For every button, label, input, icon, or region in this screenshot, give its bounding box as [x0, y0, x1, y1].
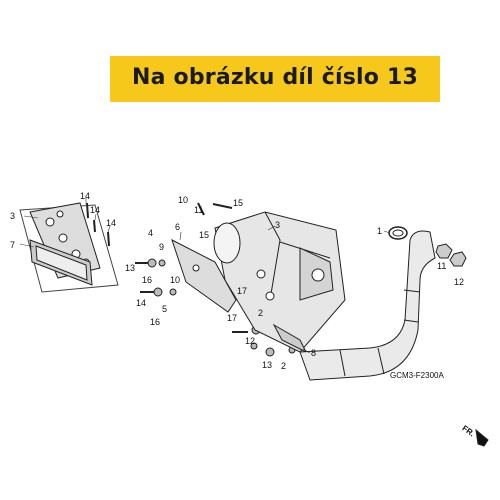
- callout-labels: 3 7 14 14 14 6 4 9 13 16 10 14 5 16 10 1…: [10, 191, 476, 438]
- callout-10a: 10: [178, 195, 188, 205]
- callout-1: 1: [377, 226, 382, 236]
- callout-9b: 10: [170, 275, 180, 285]
- callout-15a: 15: [233, 198, 243, 208]
- shield-screws: [86, 202, 110, 247]
- callout-13b: 14: [136, 298, 146, 308]
- gasket-part: [388, 226, 408, 240]
- callout-16a: 16: [142, 275, 152, 285]
- callout-17b: 17: [227, 313, 237, 323]
- direction-label: FR.: [460, 424, 476, 439]
- muffler-bracket-part: [171, 238, 237, 313]
- callout-14c: 14: [106, 218, 116, 228]
- fasteners: [135, 202, 296, 357]
- callout-7: 7: [10, 240, 15, 250]
- callout-2b: 2: [281, 361, 286, 371]
- callout-11a: 11: [437, 261, 446, 271]
- callout-5: 3: [10, 211, 15, 221]
- callout-6: 6: [175, 222, 180, 232]
- exhaust-pipe-part: [299, 230, 436, 381]
- callout-3b: 5: [162, 304, 167, 314]
- callout-12b: 13: [262, 360, 272, 370]
- callout-15b: 15: [199, 230, 209, 240]
- diagram-code: GCM3-F2300A: [390, 371, 444, 380]
- front-direction-arrow: [475, 428, 489, 447]
- callout-14a: 14: [80, 191, 90, 201]
- muffler-part: [213, 211, 346, 353]
- banner-text: Na obrázku díl číslo 13: [132, 65, 418, 90]
- callout-16b: 16: [150, 317, 160, 327]
- callout-2a: 2: [258, 308, 263, 318]
- nuts-part: [435, 243, 467, 267]
- part-number-banner: Na obrázku díl číslo 13: [110, 56, 440, 102]
- guard-part: [29, 239, 93, 286]
- callout-9a: 9: [159, 242, 164, 252]
- callout-8: 8: [311, 348, 316, 358]
- callout-11b: 12: [454, 277, 464, 287]
- callout-13a: 13: [125, 263, 135, 273]
- callout-14b: 14: [90, 205, 100, 215]
- callout-17a: 17: [237, 286, 247, 296]
- callout-10b: 11: [194, 205, 203, 215]
- callout-4: 3: [275, 220, 280, 230]
- callout-3a: 4: [148, 228, 153, 238]
- callout-12a: 12: [245, 336, 255, 346]
